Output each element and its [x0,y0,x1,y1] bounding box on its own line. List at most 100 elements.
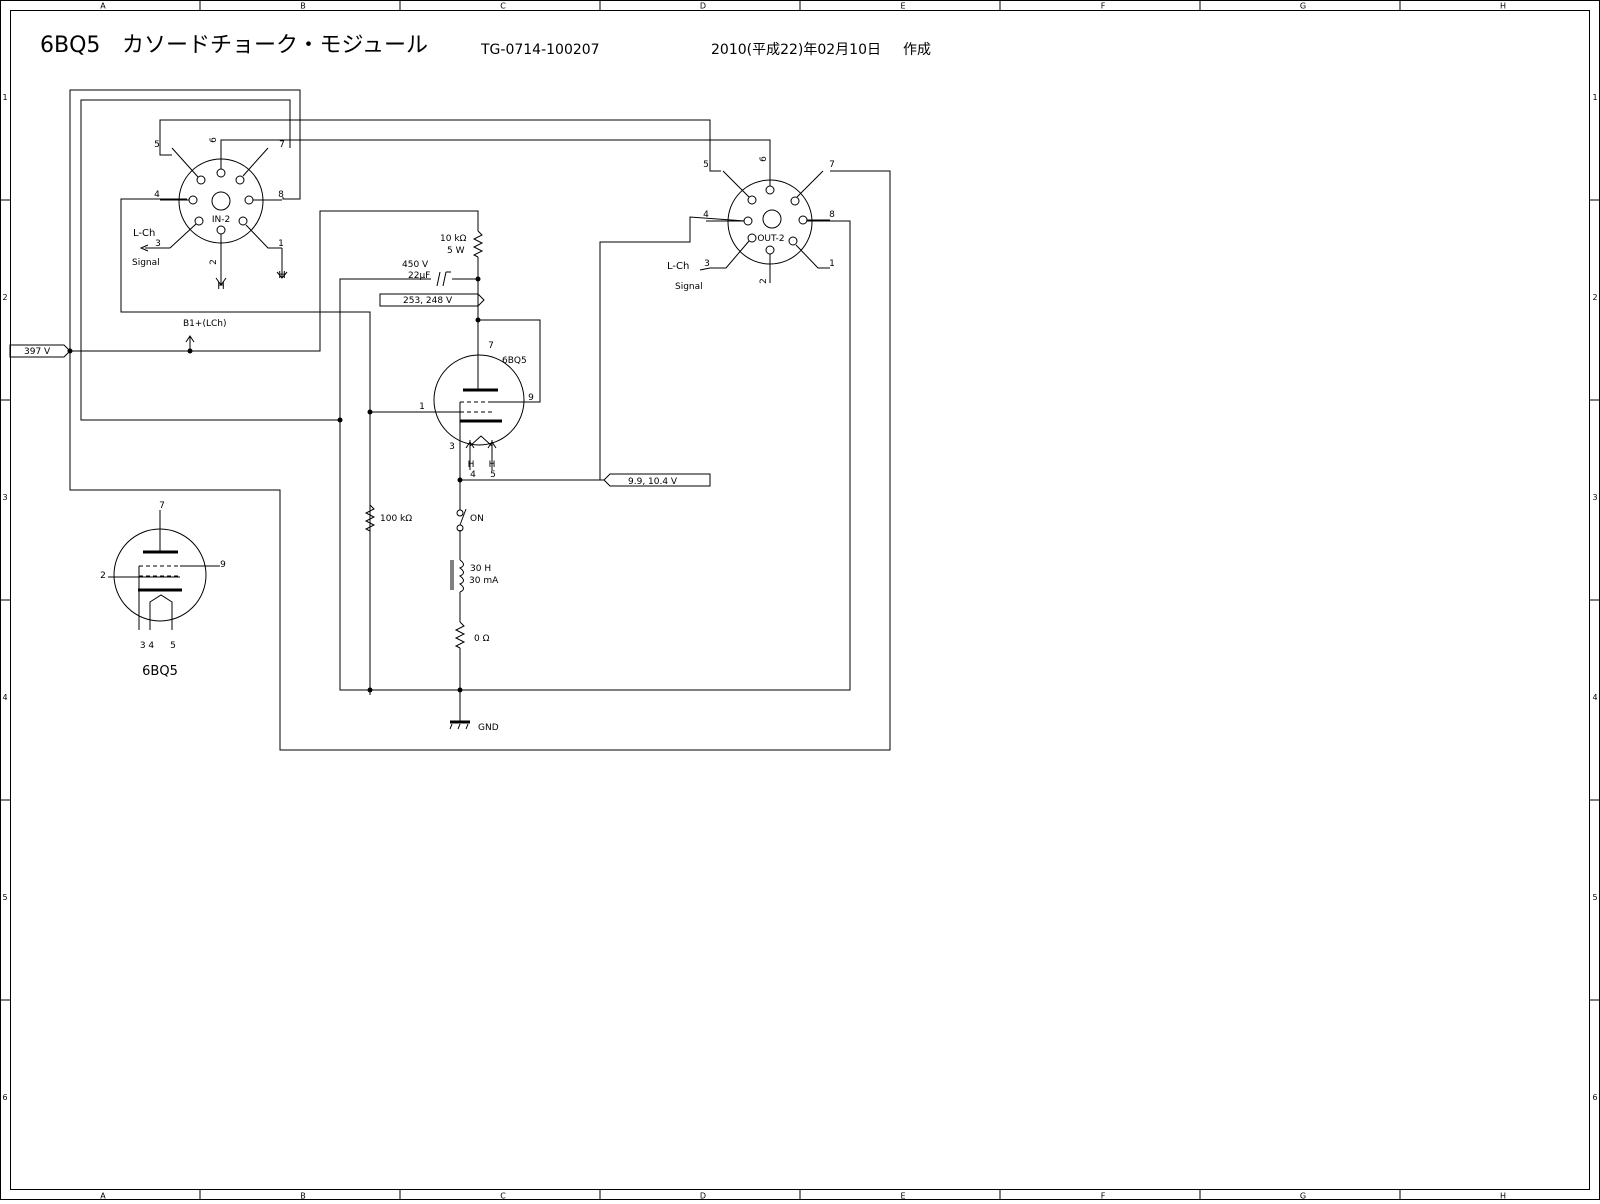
coupling-capacitor: 450 V 22μF [402,260,451,287]
output-signal-channel: L-Ch [667,261,689,272]
input-socket: IN-2 1 2 3 4 5 6 7 8 L-Ch Signal H H [132,137,288,292]
row-label: 5 [2,893,7,902]
supply-voltage: 397 V [24,347,51,357]
legend-pin-top: 7 [159,501,165,511]
wiring [67,89,891,751]
in-pin-3: 3 [155,239,161,249]
plate-resistor: 10 kΩ 5 W [440,230,484,258]
tube-pin-g2: 9 [528,393,534,403]
in-pin-1: 1 [278,239,284,249]
tube-pinout-legend: 7 2 9 3 4 5 6BQ5 [100,501,226,679]
tube-pin-plate: 7 [488,341,494,351]
out-pin-6: 6 [759,156,769,162]
out-pin-4: 4 [703,210,709,220]
capacitor-value: 22μF [408,271,430,281]
plate-voltage: 253, 248 V [403,296,453,306]
output-socket-name: OUT-2 [757,234,784,244]
grid-resistor: 100 kΩ [364,504,412,532]
col-label: B [300,1192,306,1201]
row-label: 6 [1592,1093,1597,1102]
cathode-resistor-value: 0 Ω [474,634,490,644]
drawing-status: 作成 [903,42,931,58]
cathode-resistor: 0 Ω [454,621,490,649]
legend-tube-name: 6BQ5 [142,664,178,679]
choke-current: 30 mA [469,576,499,586]
row-label: 5 [1592,893,1597,902]
tube-heater-label: H [489,460,496,470]
out-pin-1: 1 [829,259,835,269]
row-label: 4 [2,693,7,702]
row-label: 2 [1592,293,1597,302]
legend-pin-right: 9 [220,560,226,570]
tube-heater-pin: 5 [490,470,496,480]
out-pin-7: 7 [829,160,835,170]
col-label: C [500,1192,506,1201]
in-pin-7: 7 [279,140,285,150]
row-label: 2 [2,293,7,302]
input-heater-label: H [217,281,225,292]
col-label: F [1101,1192,1106,1201]
out-pin-5: 5 [703,160,709,170]
cathode-choke: 30 H 30 mA [450,559,499,593]
input-signal-channel: L-Ch [133,228,155,239]
legend-pin-bottom-right: 5 [170,641,176,651]
col-label: C [500,2,506,11]
switch-label: ON [470,514,484,524]
cathode-voltage-flag: 9.9, 10.4 V [603,473,711,487]
drawing-number: TG-0714-100207 [480,42,600,58]
col-label: H [1500,1192,1506,1201]
ground-label: GND [478,723,499,733]
cathode-voltage: 9.9, 10.4 V [628,477,678,487]
col-label: D [700,1192,706,1201]
drawing-subtitle: カソードチョーク・モジュール [122,33,428,58]
title-block: 6BQ5 カソードチョーク・モジュール TG-0714-100207 2010(… [40,33,931,58]
b1-tap: B1+(LCh) [183,319,226,343]
col-label: B [300,2,306,11]
row-label: 4 [1592,693,1597,702]
row-label: 3 [1592,493,1597,502]
col-label: G [1300,1192,1306,1201]
col-label: D [700,2,706,11]
out-pin-2: 2 [759,278,769,284]
tube-pin-cathode: 3 [449,442,455,452]
tube-heater-pin: 4 [470,470,476,480]
tube-pin-g1: 1 [419,402,425,412]
power-switch: ON [456,508,484,532]
plate-voltage-flag: 253, 248 V [379,293,485,307]
tube-name: 6BQ5 [502,356,527,366]
plate-resistor-value: 10 kΩ [440,234,467,244]
input-heater-label: H [278,270,286,281]
legend-pin-left: 2 [100,571,106,581]
out-pin-8: 8 [829,210,835,220]
col-label: G [1300,2,1306,11]
output-socket: OUT-2 1 2 3 4 5 6 7 8 L-Ch Signal [667,156,835,292]
row-label: 1 [2,93,7,102]
legend-pins-bottom: 3 4 [140,641,155,651]
col-label: E [900,1192,905,1201]
b1-label: B1+(LCh) [183,319,226,329]
output-signal-label: Signal [675,282,703,292]
drawing-title: 6BQ5 [40,33,100,58]
out-pin-3: 3 [704,259,710,269]
col-label: A [100,1192,106,1201]
row-label: 1 [1592,93,1597,102]
input-socket-name: IN-2 [212,215,230,225]
tube-6bq5: 6BQ5 7 9 1 3 H H 4 5 [419,341,534,480]
in-pin-2: 2 [209,259,219,265]
input-signal-label: Signal [132,258,160,268]
tube-heater-label: H [468,460,475,470]
capacitor-voltage: 450 V [402,260,429,270]
drawing-date: 2010(平成22)年02月10日 [711,42,881,58]
in-pin-4: 4 [154,190,160,200]
in-pin-8: 8 [278,190,284,200]
supply-voltage-flag: 397 V [9,344,71,358]
choke-inductance: 30 H [470,564,491,574]
row-label: 3 [2,493,7,502]
ground-symbol: GND [449,720,499,733]
row-label: 6 [2,1093,7,1102]
plate-resistor-power: 5 W [447,246,465,256]
grid-resistor-value: 100 kΩ [380,514,412,524]
in-pin-5: 5 [154,140,160,150]
